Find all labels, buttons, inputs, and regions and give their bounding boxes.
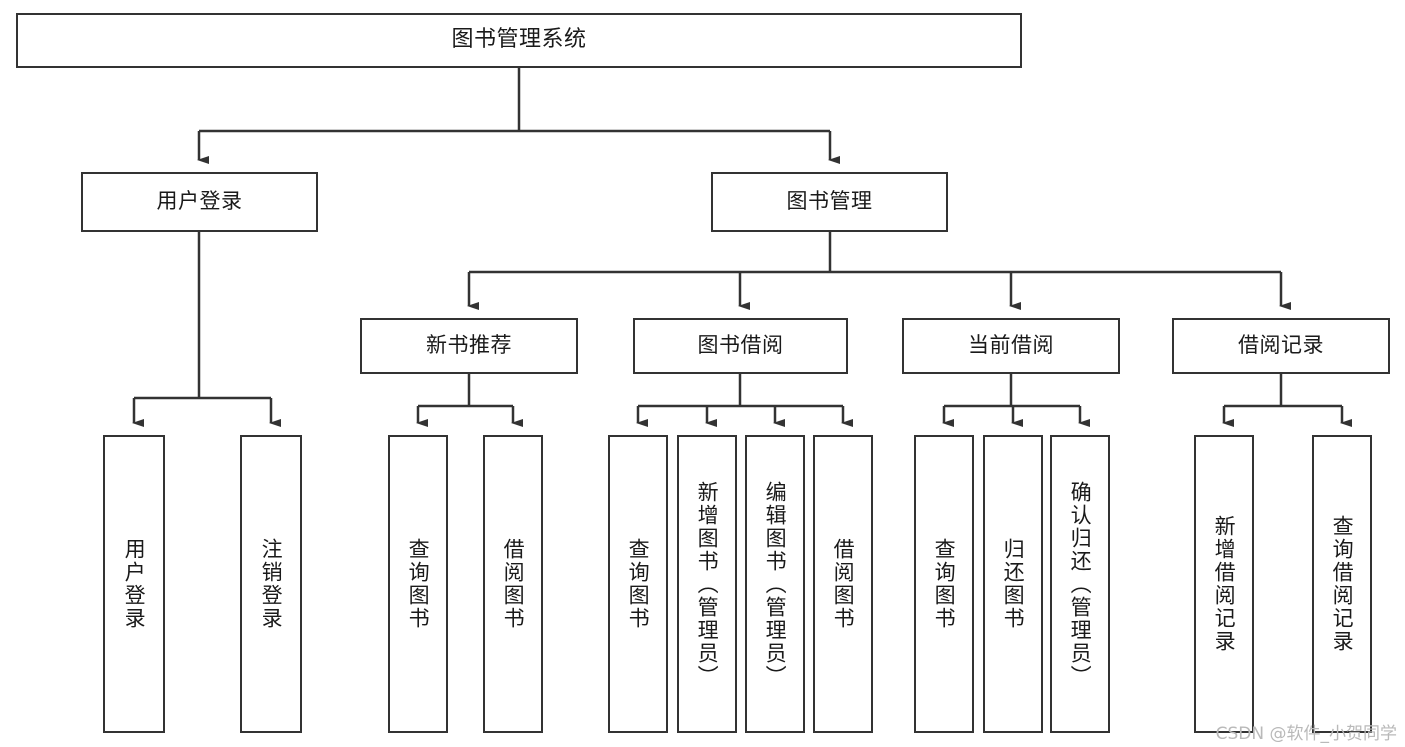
node-current-borrow[interactable]: 当前借阅 bbox=[902, 318, 1120, 374]
node-leaf-add-record-label: 新增借阅记录 bbox=[1212, 515, 1237, 653]
node-book-borrow-label: 图书借阅 bbox=[697, 333, 784, 358]
node-leaf-return-book[interactable]: 归还图书 bbox=[983, 435, 1043, 733]
edges-group bbox=[132, 68, 1352, 427]
node-leaf-logout[interactable]: 注销登录 bbox=[240, 435, 302, 733]
node-leaf-borrow-book-1[interactable]: 借阅图书 bbox=[483, 435, 543, 733]
node-leaf-add-record[interactable]: 新增借阅记录 bbox=[1194, 435, 1254, 733]
node-book-borrow[interactable]: 图书借阅 bbox=[633, 318, 848, 374]
node-new-book-recommend[interactable]: 新书推荐 bbox=[360, 318, 578, 374]
node-leaf-add-book[interactable]: 新增图书（管理员） bbox=[677, 435, 737, 733]
node-root-system[interactable]: 图书管理系统 bbox=[16, 13, 1022, 68]
node-leaf-add-book-label: 新增图书（管理员） bbox=[695, 480, 720, 688]
node-leaf-user-login-label: 用户登录 bbox=[122, 538, 147, 630]
node-leaf-logout-label: 注销登录 bbox=[259, 538, 284, 630]
node-leaf-query-book-2[interactable]: 查询图书 bbox=[608, 435, 668, 733]
node-borrow-record[interactable]: 借阅记录 bbox=[1172, 318, 1390, 374]
node-root-label: 图书管理系统 bbox=[451, 27, 587, 53]
node-leaf-confirm-return[interactable]: 确认归还（管理员） bbox=[1050, 435, 1110, 733]
node-leaf-query-record-label: 查询借阅记录 bbox=[1330, 515, 1355, 653]
node-leaf-user-login[interactable]: 用户登录 bbox=[103, 435, 165, 733]
node-leaf-borrow-book-2-label: 借阅图书 bbox=[831, 538, 856, 630]
node-new-book-recommend-label: 新书推荐 bbox=[426, 333, 512, 358]
node-leaf-confirm-return-label: 确认归还（管理员） bbox=[1068, 480, 1093, 688]
node-leaf-borrow-book-1-label: 借阅图书 bbox=[501, 538, 526, 630]
node-leaf-query-record[interactable]: 查询借阅记录 bbox=[1312, 435, 1372, 733]
node-leaf-query-book-3-label: 查询图书 bbox=[932, 538, 957, 630]
node-leaf-query-book-1[interactable]: 查询图书 bbox=[388, 435, 448, 733]
node-leaf-borrow-book-2[interactable]: 借阅图书 bbox=[813, 435, 873, 733]
node-leaf-query-book-1-label: 查询图书 bbox=[406, 538, 431, 630]
node-book-manage-label: 图书管理 bbox=[786, 189, 873, 214]
node-current-borrow-label: 当前借阅 bbox=[968, 333, 1054, 358]
node-leaf-query-book-2-label: 查询图书 bbox=[626, 538, 651, 630]
node-leaf-return-book-label: 归还图书 bbox=[1001, 538, 1026, 630]
node-leaf-edit-book[interactable]: 编辑图书（管理员） bbox=[745, 435, 805, 733]
node-book-manage[interactable]: 图书管理 bbox=[711, 172, 948, 232]
node-user-login[interactable]: 用户登录 bbox=[81, 172, 318, 232]
node-leaf-edit-book-label: 编辑图书（管理员） bbox=[763, 480, 788, 688]
node-leaf-query-book-3[interactable]: 查询图书 bbox=[914, 435, 974, 733]
node-user-login-label: 用户登录 bbox=[156, 189, 243, 214]
node-borrow-record-label: 借阅记录 bbox=[1238, 333, 1324, 358]
